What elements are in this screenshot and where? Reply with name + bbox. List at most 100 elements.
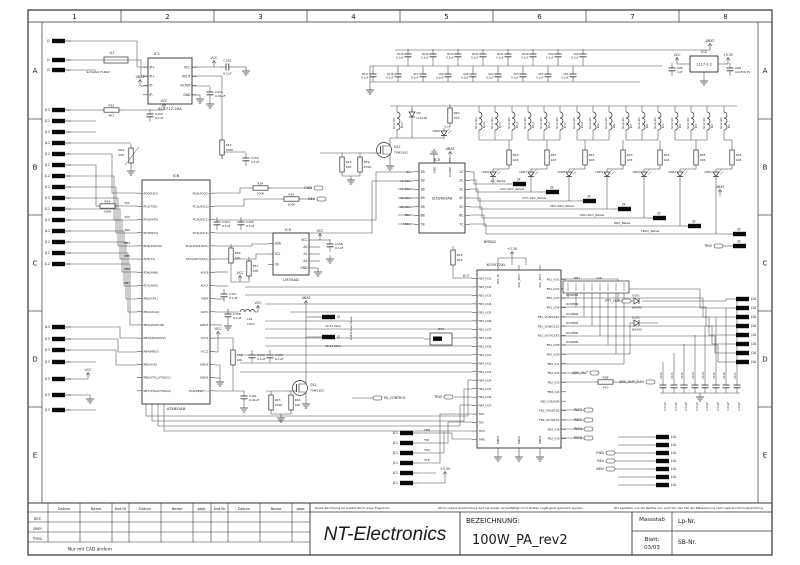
svg-text:PA_CONTROL: PA_CONTROL	[384, 396, 406, 400]
svg-text:FB1_I/O2: FB1_I/O2	[547, 287, 560, 291]
connector-j10: J10	[730, 305, 756, 310]
schematic-canvas: IC1ACS712-20AIP+IP+IP-IP-VCCVOUTFILTERGN…	[44, 38, 756, 487]
svg-text:FWD: FWD	[304, 186, 312, 190]
svg-text:R59: R59	[105, 199, 111, 203]
svg-text:A2: A2	[303, 259, 307, 263]
svg-text:K7: K7	[629, 124, 633, 128]
connector-j10: J10	[650, 434, 676, 439]
svg-text:1uF: 1uF	[677, 70, 683, 74]
svg-text:C127: C127	[733, 372, 737, 379]
label-l-fteranschluss: Lüfteranschluss	[349, 316, 353, 340]
svg-text:100K: 100K	[226, 148, 235, 152]
svg-text:PB4(MISO): PB4(MISO)	[144, 349, 159, 353]
label-oc0pin0: OC0PIN0	[566, 340, 579, 344]
svg-text:NA-12 W-K: NA-12 W-K	[622, 117, 625, 129]
connector-j12: J12	[44, 118, 71, 124]
label-22-23-2021: 22-23-2021	[325, 344, 341, 348]
svg-text:FB2_IO1: FB2_IO1	[548, 362, 560, 366]
svg-text:PC3(ADC3): PC3(ADC3)	[193, 231, 209, 235]
svg-text:IP+: IP+	[150, 75, 156, 79]
svg-text:J12: J12	[44, 196, 50, 200]
wire	[561, 344, 730, 363]
svg-text:VCC: VCC	[674, 53, 682, 57]
svg-text:C150: C150	[223, 59, 231, 63]
svg-text:0.1uF: 0.1uF	[257, 357, 266, 361]
net-flag-paf1: PAF1	[574, 417, 594, 423]
svg-text:C157: C157	[229, 292, 237, 296]
svg-text:Q12: Q12	[394, 145, 401, 149]
svg-text:FB3_I/O6: FB3_I/O6	[479, 319, 492, 323]
svg-text:R25: R25	[700, 153, 706, 157]
svg-text:J1: J1	[46, 39, 50, 43]
ic-part: LM75AD	[283, 277, 299, 282]
connector-j13: J13	[44, 324, 71, 329]
fuse-si1	[100, 56, 132, 64]
svg-text:FB2_IO9: FB2_IO9	[548, 437, 560, 441]
svg-text:J12: J12	[44, 240, 50, 244]
svg-text:FWD: FWD	[596, 451, 604, 455]
connector-j11: J11	[392, 450, 419, 455]
svg-text:R56: R56	[235, 251, 241, 255]
label-60-40m: 60-40m	[400, 205, 411, 209]
svg-text:FB2_IO3: FB2_IO3	[548, 381, 560, 385]
svg-text:J10: J10	[750, 297, 756, 301]
connector-j12: J12	[44, 107, 71, 113]
svg-text:LED4: LED4	[595, 170, 603, 174]
connector-j12: J12	[44, 184, 71, 190]
svg-text:C159: C159	[257, 353, 265, 357]
svg-text:VOUT: VOUT	[182, 75, 191, 79]
svg-text:7C: 7C	[459, 222, 463, 226]
wire	[66, 263, 137, 326]
ruler-col-1: 1	[72, 13, 76, 21]
wire	[642, 298, 730, 302]
svg-text:PAF2: PAF2	[574, 408, 582, 412]
svg-text:LED6: LED6	[481, 170, 489, 174]
svg-text:0.01uF: 0.01uF	[674, 402, 678, 411]
svg-text:J11: J11	[392, 441, 398, 445]
tb-row-gepr: gepr.	[33, 526, 43, 531]
svg-text:FB4_I/O3: FB4_I/O3	[479, 370, 492, 374]
svg-text:ADC_OUT_3.3V: ADC_OUT_3.3V	[619, 380, 645, 384]
power-flag-ubat: UBAT	[136, 75, 145, 86]
gnd-symbol	[494, 453, 502, 462]
svg-text:SDA: SDA	[275, 242, 282, 246]
wire	[215, 187, 249, 194]
wire	[192, 75, 223, 136]
label-12m-10m-relais: 12m-10m_Relais	[500, 187, 525, 191]
svg-text:0.1uF: 0.1uF	[223, 72, 232, 76]
label-tms: TMS	[423, 428, 430, 432]
capacitor-ck1: CK10.1uF	[561, 69, 577, 82]
gnd-symbol	[196, 95, 204, 104]
svg-text:GND3: GND3	[200, 323, 209, 327]
svg-text:BAS40: BAS40	[632, 306, 642, 310]
gnd-symbol	[206, 100, 214, 109]
svg-text:330R: 330R	[104, 210, 112, 214]
net-flag-rev: REV	[597, 458, 616, 464]
wire	[470, 171, 507, 185]
label-80m: 80m	[405, 213, 412, 217]
svg-text:1K5: 1K5	[551, 158, 557, 162]
wire	[561, 322, 634, 355]
svg-text:UBAT: UBAT	[446, 147, 456, 151]
svg-text:0.01uF: 0.01uF	[695, 402, 699, 411]
svg-text:CK5: CK5	[463, 72, 469, 76]
svg-text:TDO: TDO	[478, 429, 486, 433]
power-flag-vcc: VCC	[674, 53, 682, 64]
svg-text:J9: J9	[691, 219, 695, 223]
svg-text:0.01uF: 0.01uF	[249, 398, 260, 402]
tb-disclaimer-2: Ohne unsere Zustimmung darf sie weder ve…	[438, 506, 584, 510]
label-oc5pin6: OC5PIN6	[566, 302, 579, 306]
ic-part: XC9572XL	[486, 262, 506, 267]
svg-text:J13: J13	[44, 348, 50, 352]
